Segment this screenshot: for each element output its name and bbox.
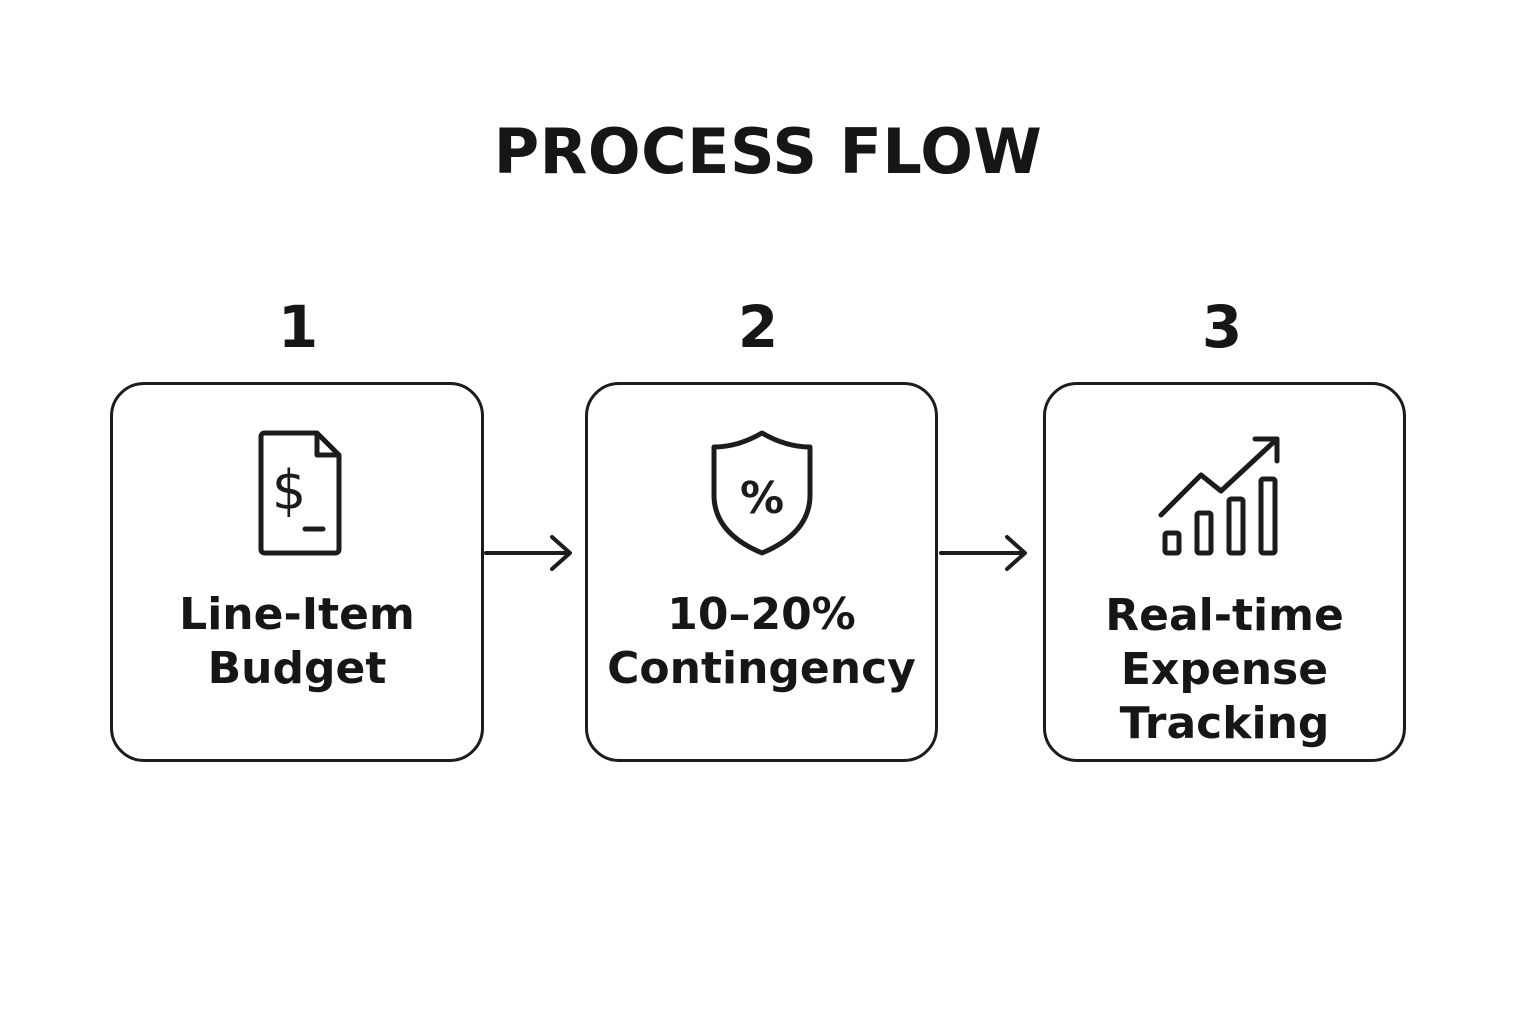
- dollar-document-icon: $: [258, 430, 342, 556]
- percent-shield-icon: %: [711, 430, 812, 556]
- step-2-box: % 10–20% Contingency: [585, 382, 938, 762]
- arrow-right-icon: [484, 535, 572, 571]
- step-3-box: Real-time Expense Tracking: [1043, 382, 1406, 762]
- step-1-box: $ Line-Item Budget: [110, 382, 484, 762]
- step-2-label: 10–20% Contingency: [607, 589, 916, 694]
- step-3-label: Real-time Expense Tracking: [1105, 590, 1344, 749]
- step-2-number: 2: [737, 293, 779, 361]
- step-1-number: 1: [277, 293, 319, 361]
- step-1-label: Line-Item Budget: [179, 589, 415, 694]
- svg-text:$: $: [272, 459, 306, 522]
- step-3-number: 3: [1201, 293, 1243, 361]
- growth-chart-icon: [1158, 436, 1279, 556]
- svg-text:%: %: [739, 473, 783, 524]
- arrow-right-icon: [939, 535, 1027, 571]
- diagram-title: PROCESS FLOW: [493, 115, 1043, 188]
